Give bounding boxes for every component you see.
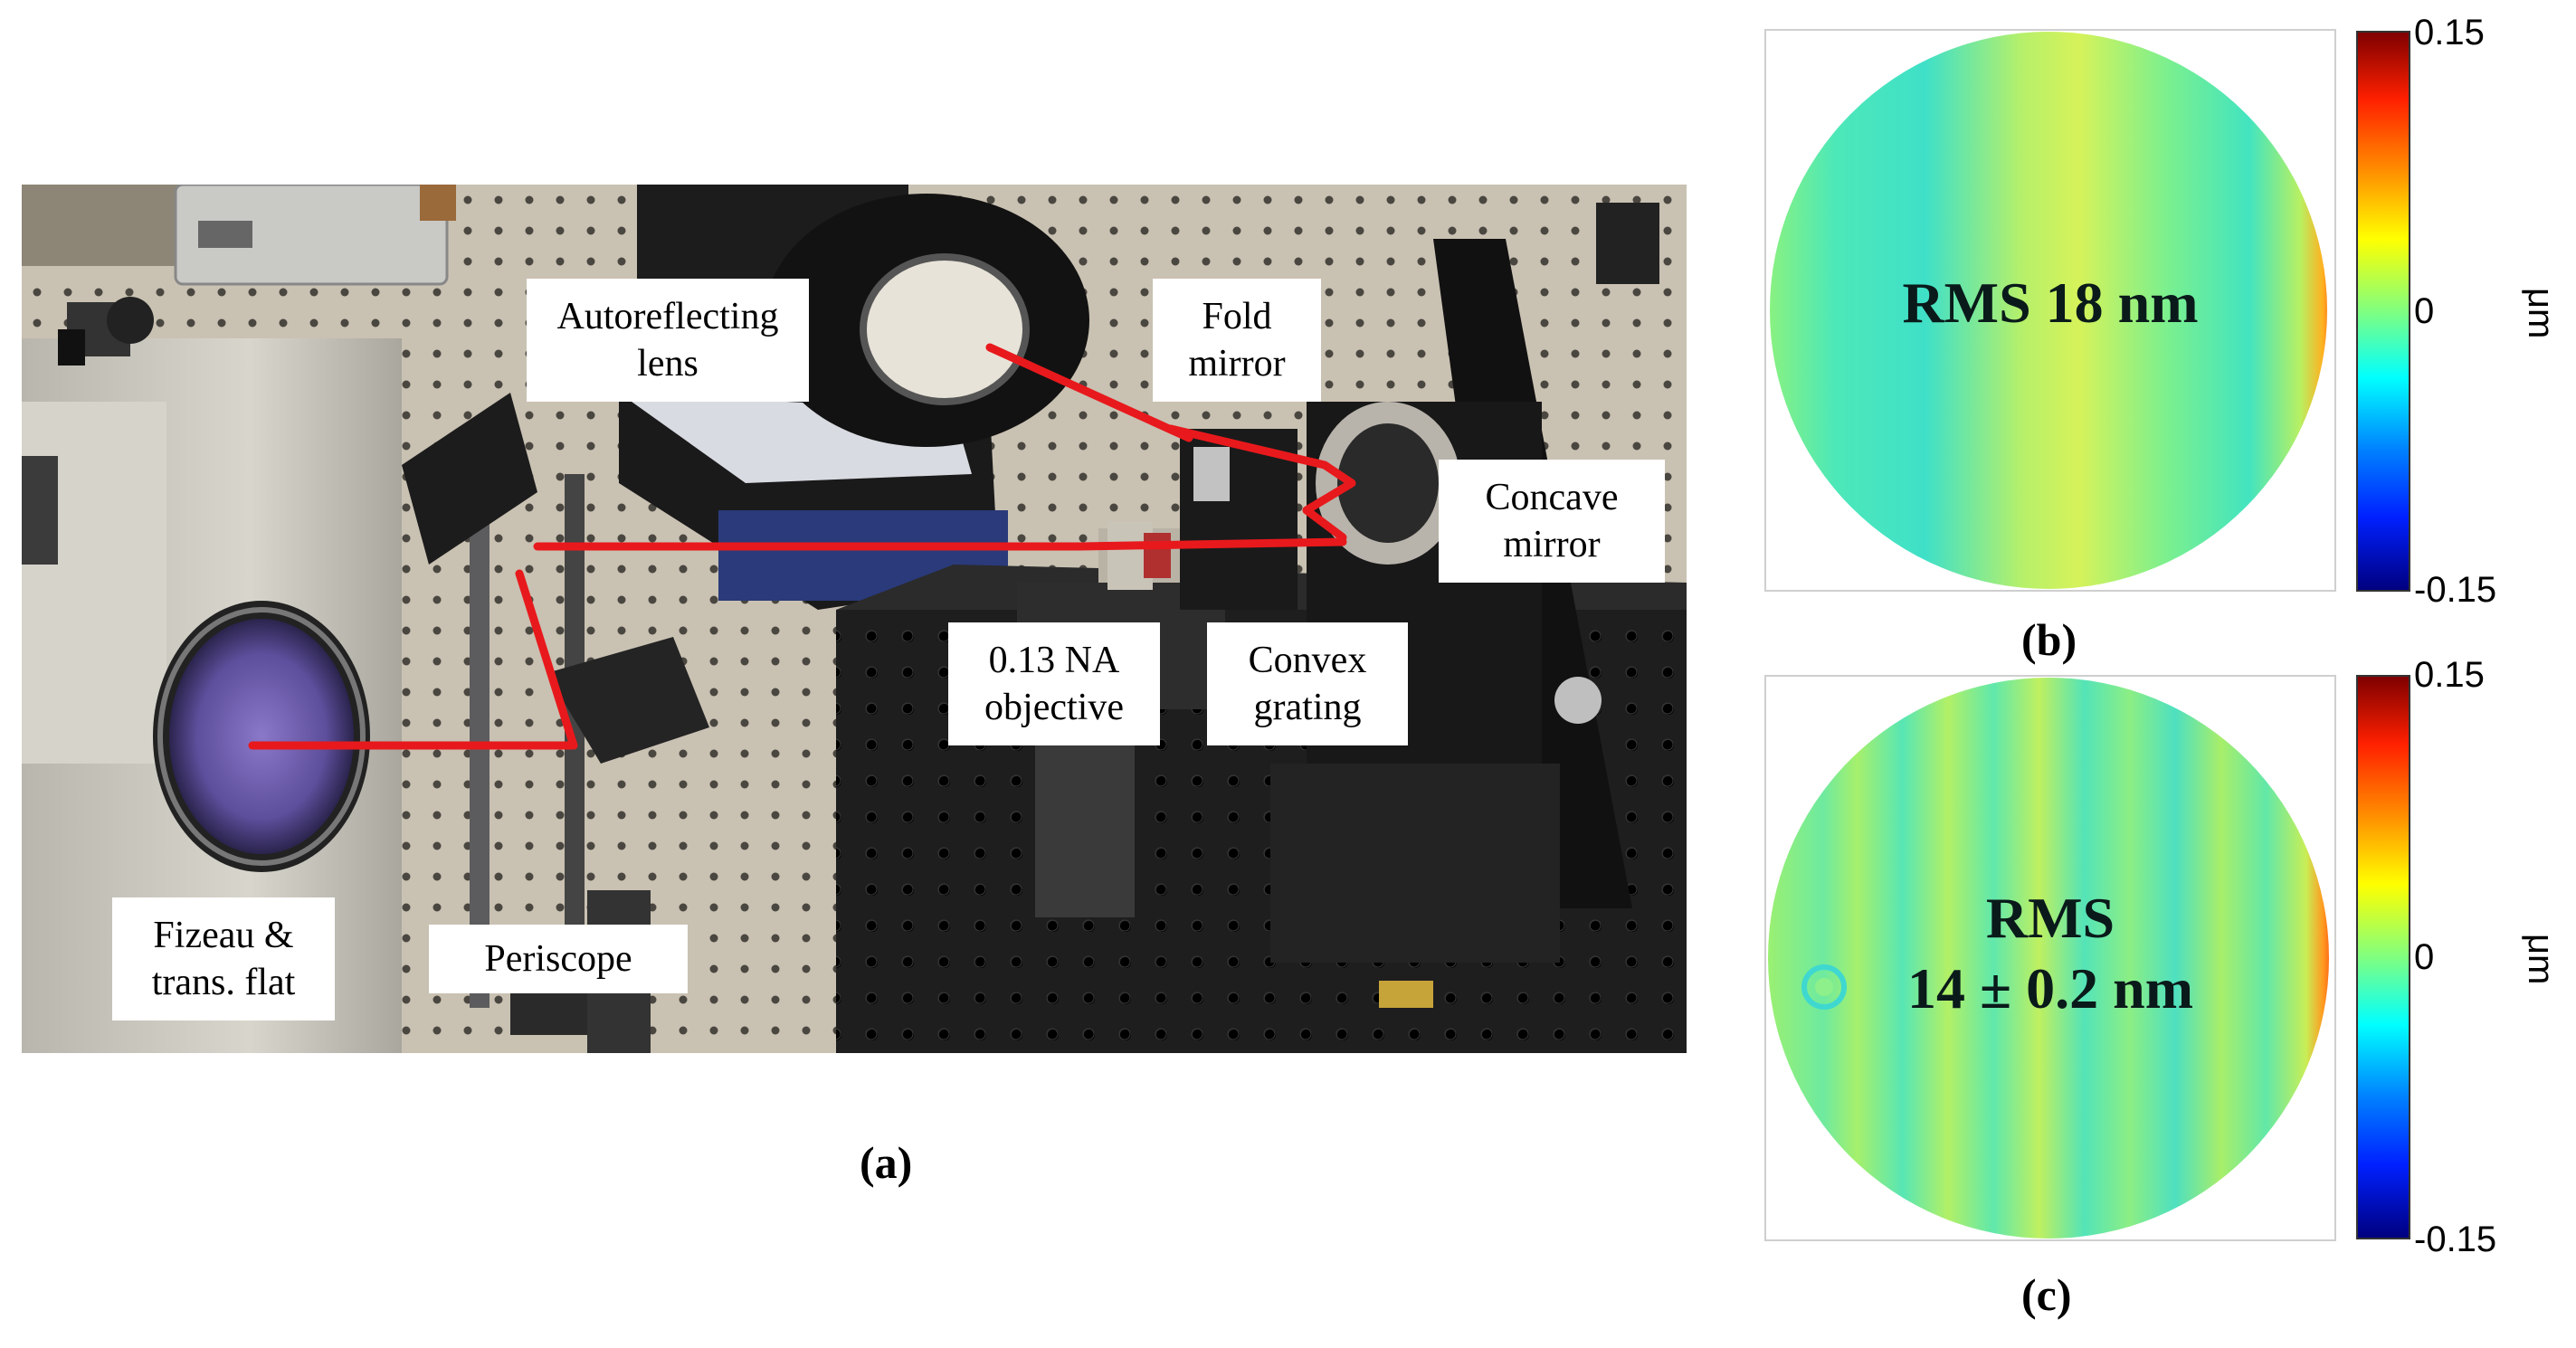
colorbar-b-mid: 0 (2414, 291, 2435, 331)
caption-a: (a) (860, 1137, 913, 1188)
colorbar-b (2356, 31, 2410, 592)
label-fold-mirror: Fold mirror (1153, 279, 1321, 402)
colorbar-c (2356, 675, 2410, 1239)
wavefront-disc-b (1770, 32, 2327, 589)
caption-b: (b) (2021, 614, 2077, 665)
colorbar-c-mid: 0 (2414, 937, 2435, 977)
label-fizeau: Fizeau & trans. flat (112, 897, 335, 1020)
label-concave-mirror: Concave mirror (1439, 460, 1665, 583)
colorbar-b-min: -0.15 (2414, 570, 2497, 610)
colorbar-c-min: -0.15 (2414, 1220, 2497, 1259)
label-convex-grating: Convex grating (1207, 622, 1408, 745)
colorbar-c-unit: μm (2521, 934, 2561, 985)
wavefront-map-c: RMS 14 ± 0.2 nm (1764, 675, 2336, 1241)
caption-c: (c) (2021, 1269, 2072, 1320)
colorbar-c-max: 0.15 (2414, 655, 2485, 695)
rms-value-c: RMS 14 ± 0.2 nm (1906, 886, 2194, 1020)
label-autoreflecting-lens: Autoreflecting lens (527, 279, 809, 402)
rms-value-b: RMS 18 nm (1902, 271, 2199, 335)
colorbar-b-max: 0.15 (2414, 13, 2485, 52)
optical-setup-photo: Autoreflecting lens Fold mirror Concave … (22, 185, 1687, 1053)
beam-path (248, 343, 1356, 750)
label-objective: 0.13 NA objective (948, 622, 1160, 745)
wavefront-disc-c (1768, 678, 2329, 1239)
wavefront-map-b: RMS 18 nm (1764, 29, 2336, 592)
label-periscope: Periscope (429, 925, 688, 993)
colorbar-b-unit: μm (2521, 288, 2561, 339)
